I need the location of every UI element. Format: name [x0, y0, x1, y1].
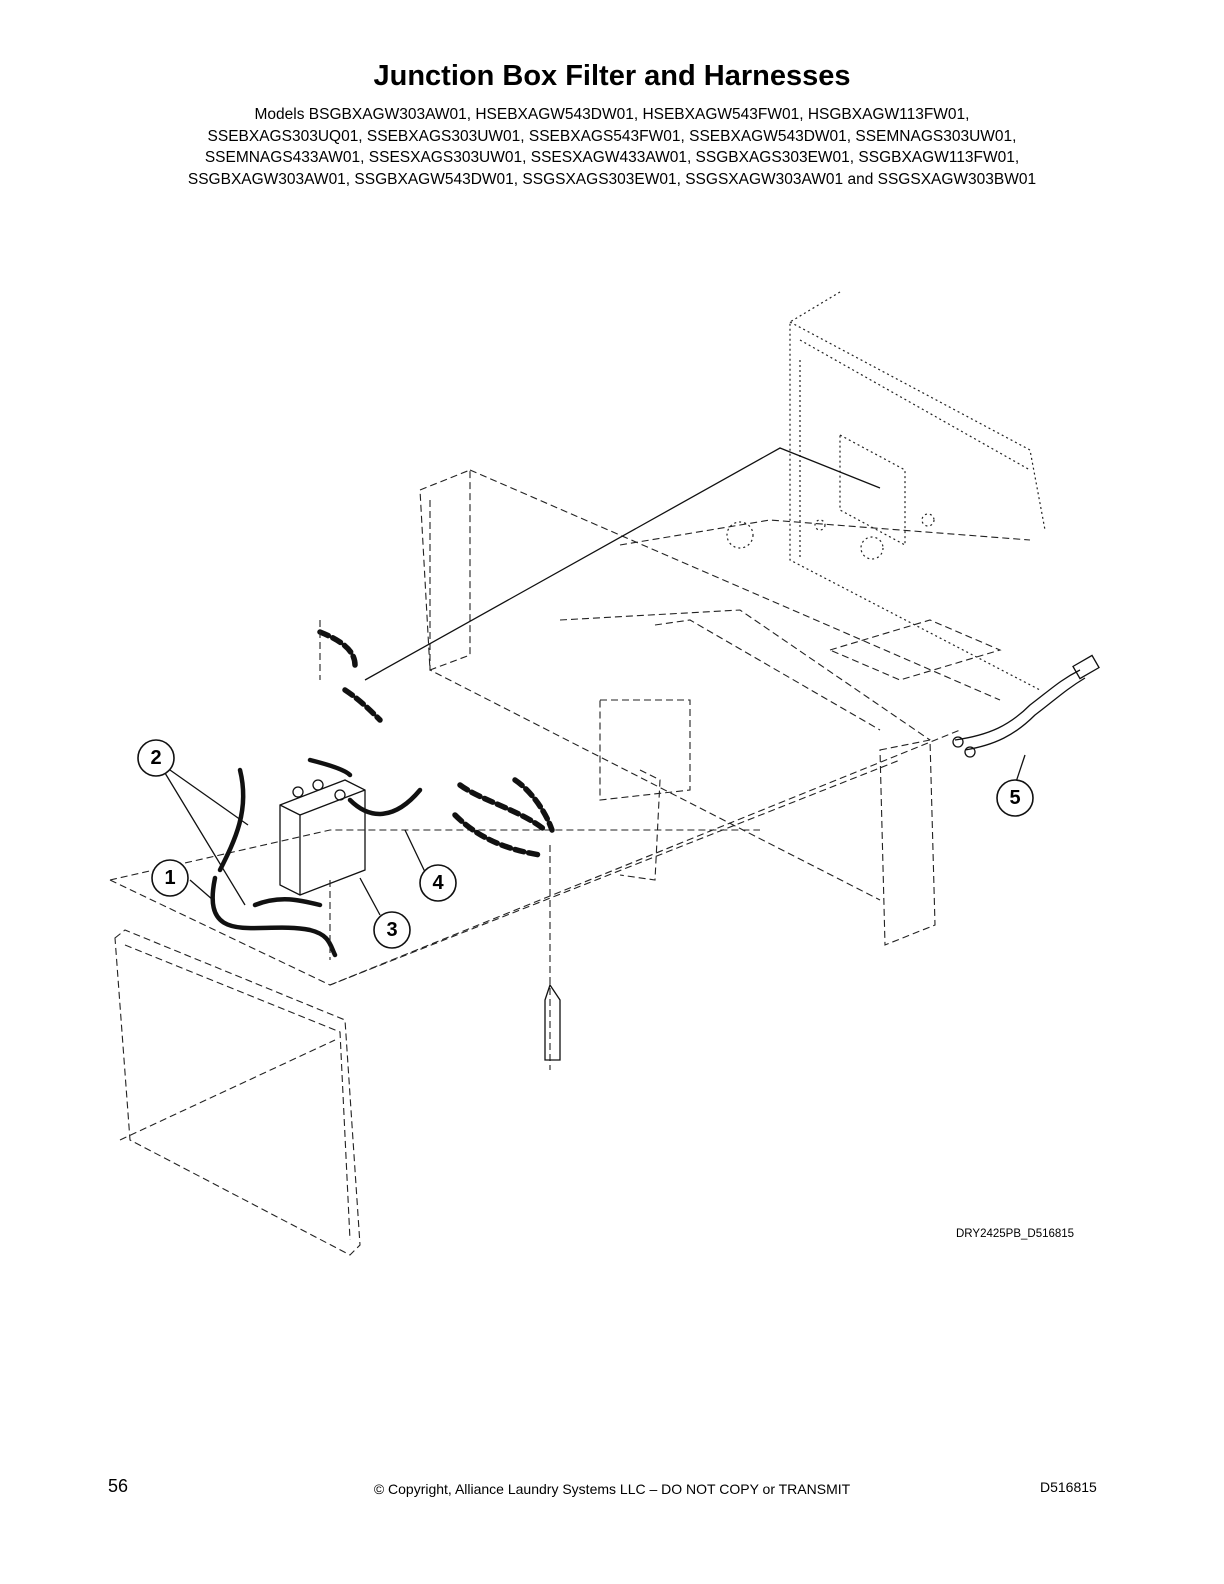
page-number: 56	[108, 1476, 129, 1496]
front-panel	[114, 929, 361, 1256]
frame-members	[109, 469, 1031, 986]
copyright-notice: © Copyright, Alliance Laundry Systems LL…	[373, 1481, 851, 1497]
callout-4-label: 4	[432, 872, 444, 894]
models-list: Models BSGBXAGW303AW01, HSEBXAGW543DW01,…	[60, 104, 1164, 190]
callout-3-label: 3	[386, 919, 397, 941]
callout-2: 2	[137, 739, 175, 777]
filter-box	[279, 779, 366, 896]
small-harness	[952, 654, 1100, 758]
models-line: SSEBXAGS303UQ01, SSEBXAGS303UW01, SSEBXA…	[207, 127, 1017, 145]
models-line: SSEMNAGS433AW01, SSESXAGS303UW01, SSESXA…	[204, 149, 1020, 166]
callout-1-label: 1	[164, 867, 175, 889]
callout-3: 3	[373, 911, 411, 949]
cabinet-corner	[726, 291, 1046, 691]
callout-5: 5	[996, 779, 1034, 817]
harness-wires	[210, 620, 561, 1070]
callout-4: 4	[419, 864, 457, 902]
drawing-reference: DRY2425PB_D516815	[956, 1228, 1075, 1240]
models-line: SSGBXAGW303AW01, SSGBXAGW543DW01, SSGSXA…	[187, 170, 1037, 188]
callout-1: 1	[151, 859, 189, 897]
callout-2-label: 2	[150, 747, 161, 769]
leader-line	[364, 447, 881, 681]
callout-5-label: 5	[1009, 787, 1020, 809]
models-line: Models BSGBXAGW303AW01, HSEBXAGW543DW01,…	[254, 106, 970, 123]
page-title: Junction Box Filter and Harnesses	[373, 60, 851, 92]
callout-leaders	[164, 754, 1026, 916]
document-id: D516815	[1040, 1479, 1097, 1495]
